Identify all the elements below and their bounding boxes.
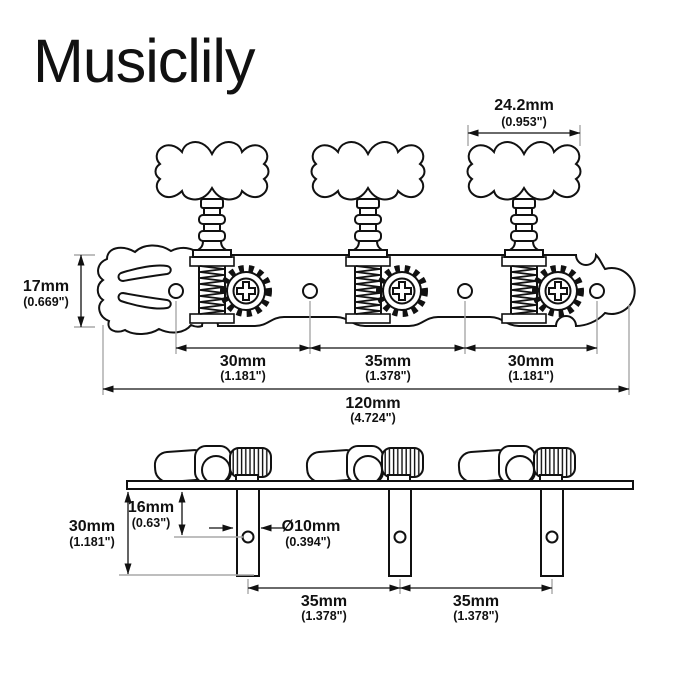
mounting-hole-4: [589, 283, 605, 299]
dim-post-spacing2-inch: (1.378"): [453, 609, 499, 623]
dim-post-spacing2-mm: 35mm: [453, 593, 499, 610]
side-view: 30mm (1.181") 16mm (0.63") Ø10mm (0.394"…: [69, 445, 634, 623]
dim-spacing3-mm: 30mm: [508, 353, 554, 370]
side-tuner-1: [153, 445, 272, 485]
dim-post-length-inch: (1.181"): [69, 535, 115, 549]
tuner-shaft-2: [348, 198, 388, 258]
brand-logo: Musiclily: [33, 27, 255, 95]
dim-plate-height-mm: 17mm: [23, 278, 69, 295]
scroll-slot-lower: [117, 291, 172, 310]
dim-plate-height-inch: (0.669"): [23, 295, 69, 309]
tuner-button-3: [466, 141, 582, 201]
dim-plate-length: 120mm (4.724"): [102, 305, 630, 425]
dim-hole-offset-mm: 16mm: [128, 499, 174, 516]
side-tuner-3: [457, 445, 576, 485]
dim-post-spacing1-mm: 35mm: [301, 593, 347, 610]
tuner-shaft-1: [192, 198, 232, 258]
dim-hole-spacing: 30mm (1.181") 35mm (1.378") 30mm (1.181"…: [175, 301, 598, 383]
side-plate-bar: [126, 480, 634, 490]
dim-plate-height: 17mm (0.669"): [23, 254, 95, 328]
dim-post-spacing1-inch: (1.378"): [301, 609, 347, 623]
side-tuner-2: [305, 445, 424, 485]
dim-post-length-mm: 30mm: [69, 518, 115, 535]
string-post-2: [388, 482, 412, 577]
dim-post-diameter: Ø10mm (0.394"): [209, 518, 340, 549]
dim-button-width-mm: 24.2mm: [494, 97, 554, 114]
tuner-shaft-3: [504, 198, 544, 258]
dim-spacing2-mm: 35mm: [365, 353, 411, 370]
scroll-slot-upper: [117, 264, 172, 283]
dim-button-width: 24.2mm (0.953"): [467, 97, 581, 146]
dim-spacing3-inch: (1.181"): [508, 369, 554, 383]
mounting-hole-3: [457, 283, 473, 299]
dim-post-diameter-mm: Ø10mm: [282, 518, 341, 535]
dim-spacing2-inch: (1.378"): [365, 369, 411, 383]
top-view: 24.2mm (0.953") 17mm (0.669") 30mm: [23, 97, 636, 425]
dim-hole-offset-inch: (0.63"): [132, 516, 171, 530]
dim-spacing1-inch: (1.181"): [220, 369, 266, 383]
dim-post-length: 30mm (1.181"): [69, 491, 254, 576]
dim-plate-length-mm: 120mm: [345, 395, 400, 412]
dim-button-width-inch: (0.953"): [501, 115, 547, 129]
dim-post-diameter-inch: (0.394"): [285, 535, 331, 549]
mounting-hole-1: [168, 283, 184, 299]
mounting-hole-2: [302, 283, 318, 299]
dim-hole-offset: 16mm (0.63"): [128, 491, 243, 538]
dim-spacing1-mm: 30mm: [220, 353, 266, 370]
tuner-button-2: [310, 141, 426, 201]
string-post-1: [236, 482, 260, 577]
dim-post-spacing: 35mm (1.378") 35mm (1.378"): [247, 579, 553, 623]
dim-plate-length-inch: (4.724"): [350, 411, 396, 425]
string-post-3: [540, 482, 564, 577]
tuner-button-1: [154, 141, 270, 201]
